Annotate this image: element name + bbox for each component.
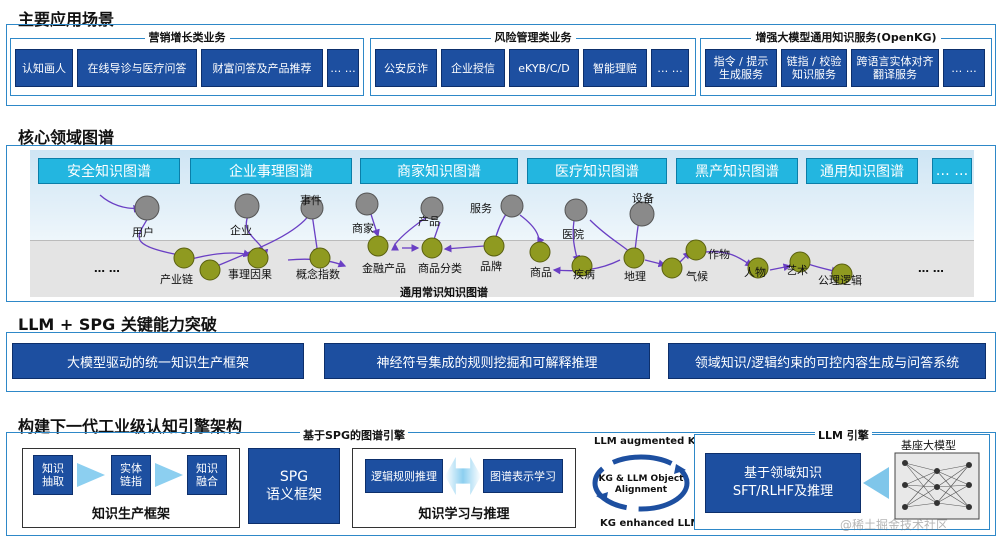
- alignment-cycle: [592, 454, 690, 512]
- node-label: 人物: [744, 266, 766, 279]
- domain-graph-box[interactable]: 医疗知识图谱: [527, 158, 667, 184]
- node-label: 事理因果: [228, 268, 272, 281]
- rule-reasoning-box[interactable]: 逻辑规则推理: [365, 459, 443, 493]
- production-label: 知识生产框架: [91, 507, 170, 522]
- llm-engine-title: LLM 引擎: [815, 427, 872, 443]
- domain-graph-box[interactable]: 通用知识图谱: [806, 158, 918, 184]
- node-label: 疾病: [573, 268, 595, 281]
- arrow-icon: [155, 463, 183, 487]
- scenario-item[interactable]: 财富问答及产品推荐: [201, 49, 323, 87]
- scenario-item[interactable]: 认知画人: [15, 49, 73, 87]
- node-label: 作物: [708, 248, 730, 261]
- node-label: 企业: [230, 224, 252, 237]
- alignment-center-label: KG & LLM Object Alignment: [598, 474, 684, 495]
- core-graphs-section: [6, 145, 996, 302]
- base-graph-left-ellipsis: … …: [94, 262, 120, 275]
- arrow-left-icon: [863, 467, 889, 499]
- neural-network-icon: [894, 452, 980, 520]
- production-step[interactable]: 知识 抽取: [33, 455, 73, 495]
- node-label: 金融产品: [362, 262, 406, 275]
- watermark: @稀土掘金技术社区: [840, 518, 949, 532]
- learning-label: 知识学习与推理: [418, 507, 510, 522]
- risk-group: 风险管理类业务 公安反诈 企业授信 eKYB/C/D 智能理赔 … …: [370, 31, 696, 96]
- node-label: 地理: [624, 270, 646, 283]
- scenario-item[interactable]: 跨语言实体对齐 翻译服务: [851, 49, 939, 87]
- spg-semantic-box[interactable]: SPG 语义框架: [248, 448, 340, 524]
- domain-graph-box[interactable]: 黑产知识图谱: [676, 158, 798, 184]
- domain-graph-box[interactable]: 商家知识图谱: [360, 158, 518, 184]
- graph-representation-box[interactable]: 图谱表示学习: [483, 459, 563, 493]
- marketing-group-title: 营销增长类业务: [144, 31, 230, 44]
- risk-group-title: 风险管理类业务: [490, 31, 576, 44]
- openkg-group-title: 增强大模型通用知识服务(OpenKG): [751, 31, 941, 44]
- learning-group: 逻辑规则推理 图谱表示学习 知识学习与推理: [352, 448, 576, 528]
- llm-engine-group: LLM 引擎 基于领域知识 SFT/RLHF及推理 基座大模型: [694, 427, 990, 530]
- node-label: 艺术: [786, 264, 808, 277]
- production-step[interactable]: 知识 融合: [187, 455, 227, 495]
- scenario-item[interactable]: 在线导诊与医疗问答: [77, 49, 197, 87]
- bidirectional-arrow-icon: [445, 457, 481, 495]
- scenario-item[interactable]: … …: [327, 49, 359, 87]
- node-label: 事件: [300, 194, 322, 207]
- base-model-label: 基座大模型: [901, 439, 956, 452]
- node-label: 用户: [132, 226, 154, 239]
- section-title-core-graphs: 核心领域图谱: [18, 128, 115, 147]
- node-label: 服务: [470, 202, 492, 215]
- node-label: 品牌: [480, 260, 502, 273]
- scenario-item[interactable]: 指令 / 提示 生成服务: [705, 49, 777, 87]
- kg-enhanced-llm-label: KG enhanced LLM: [600, 518, 701, 529]
- production-step[interactable]: 实体 链指: [111, 455, 151, 495]
- arrow-icon: [77, 463, 105, 487]
- framework-section: [6, 432, 996, 536]
- section-title-llm-spg: LLM + SPG 关键能力突破: [18, 315, 217, 334]
- domain-graph-box[interactable]: 安全知识图谱: [38, 158, 180, 184]
- node-label: 设备: [632, 192, 654, 205]
- scenario-item[interactable]: … …: [943, 49, 985, 87]
- node-label: 医院: [562, 228, 584, 241]
- node-label: 气候: [686, 270, 708, 283]
- capability-box[interactable]: 神经符号集成的规则挖掘和可解释推理: [324, 343, 650, 379]
- marketing-group: 营销增长类业务 认知画人 在线导诊与医疗问答 财富问答及产品推荐 … …: [10, 31, 364, 96]
- node-label: 产业链: [160, 273, 193, 286]
- scenario-item[interactable]: 智能理赔: [583, 49, 647, 87]
- scenario-item[interactable]: 链指 / 校验 知识服务: [781, 49, 847, 87]
- node-label: 公理逻辑: [818, 274, 862, 287]
- production-group: 知识 抽取 实体 链指 知识 融合 知识生产框架: [22, 448, 240, 528]
- node-label: 概念指数: [296, 268, 340, 281]
- node-label: 商家: [352, 222, 374, 235]
- domain-graph-box[interactable]: 企业事理图谱: [190, 158, 352, 184]
- domain-graph-box[interactable]: … …: [932, 158, 972, 184]
- scenario-item[interactable]: … …: [651, 49, 689, 87]
- scenario-item[interactable]: 企业授信: [441, 49, 505, 87]
- spg-engine-title: 基于SPG的图谱引擎: [300, 427, 409, 443]
- base-graph-right-ellipsis: … …: [918, 262, 944, 275]
- llm-spg-section: [6, 332, 996, 392]
- openkg-group: 增强大模型通用知识服务(OpenKG) 指令 / 提示 生成服务 链指 / 校验…: [700, 31, 992, 96]
- node-label: 商品: [530, 266, 552, 279]
- node-label: 商品分类: [418, 262, 462, 275]
- capability-box[interactable]: 大模型驱动的统一知识生产框架: [12, 343, 304, 379]
- llm-sft-box[interactable]: 基于领域知识 SFT/RLHF及推理: [705, 453, 861, 513]
- scenario-item[interactable]: 公安反诈: [375, 49, 437, 87]
- llm-augmented-kg-label: LLM augmented KG: [594, 436, 704, 447]
- node-label: 产品: [418, 215, 440, 228]
- scenarios-section: [6, 24, 996, 106]
- section-title-framework: 构建下一代工业级认知引擎架构: [18, 417, 243, 436]
- scenario-item[interactable]: eKYB/C/D: [509, 49, 579, 87]
- capability-box[interactable]: 领域知识/逻辑约束的可控内容生成与问答系统: [668, 343, 986, 379]
- base-graph-title: 通用常识知识图谱: [400, 286, 488, 299]
